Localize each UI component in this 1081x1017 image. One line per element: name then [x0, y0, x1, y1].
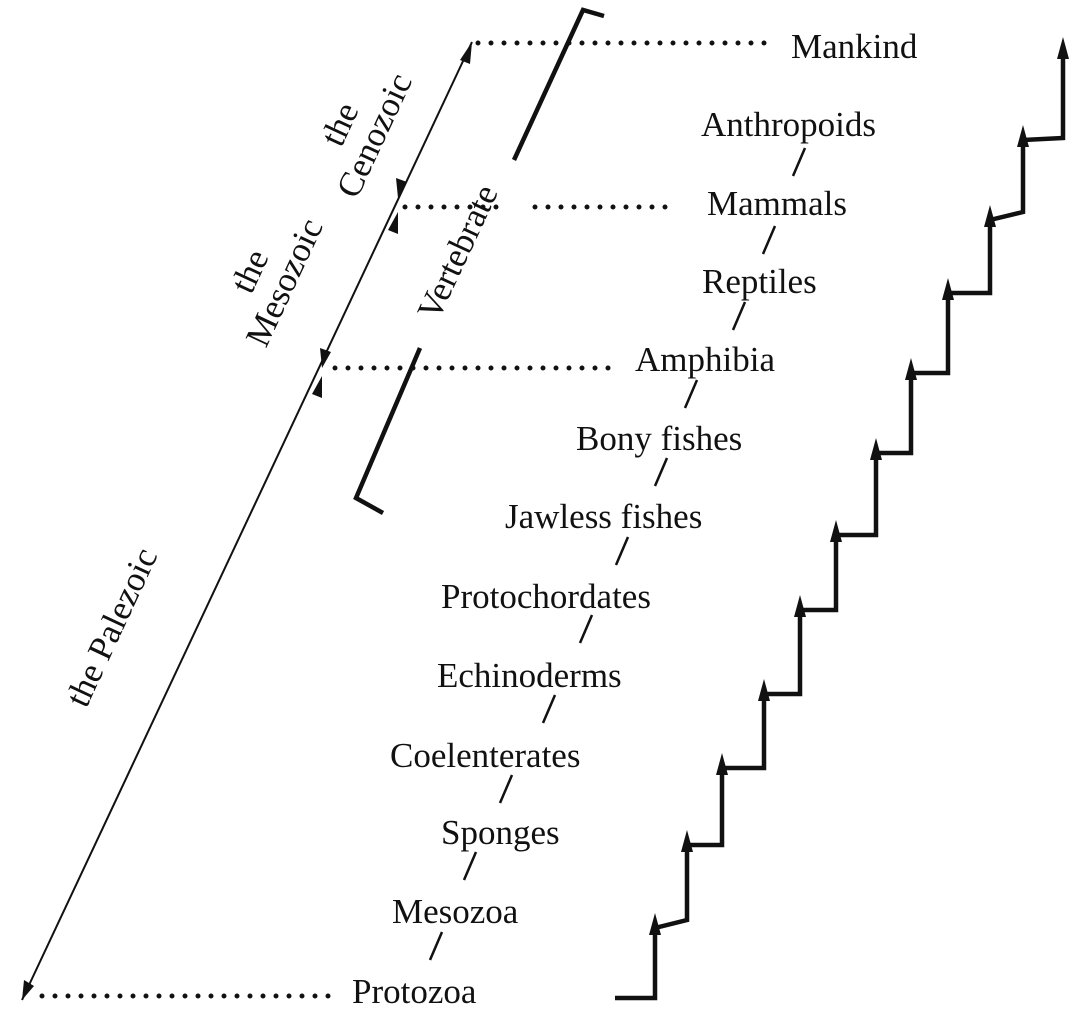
- vertebrate-bracket-lower: [353, 347, 423, 515]
- timeline-line: [21, 41, 473, 1001]
- era-timeline: [21, 41, 473, 1001]
- taxon-jawless-fishes: Jawless fishes: [505, 497, 702, 536]
- era-labels: the Cenozoic the Mesozoic the Palezoic: [58, 67, 420, 713]
- taxon-sponges: Sponges: [441, 813, 560, 852]
- taxon-mammals: Mammals: [707, 184, 847, 223]
- taxon-mankind: Mankind: [791, 27, 918, 66]
- arrowhead-palezoic-upper: [312, 376, 322, 398]
- taxon-mesozoa: Mesozoa: [392, 892, 519, 931]
- taxon-protozoa: Protozoa: [352, 972, 477, 1011]
- arrowhead-bottom: [22, 980, 34, 1000]
- taxon-bony-fishes: Bony fishes: [576, 419, 742, 458]
- era-mesozoic-label: the Mesozoic: [205, 197, 330, 352]
- dotted-leaders: [39, 40, 775, 999]
- taxon-amphibia: Amphibia: [635, 340, 775, 379]
- arrowhead-cenozoic-lower: [396, 178, 407, 198]
- arrowhead-top: [460, 42, 472, 64]
- arrowhead-mesozoic-upper: [388, 212, 398, 234]
- taxon-connectors: [428, 147, 807, 961]
- arrowhead-mesozoic-lower: [320, 348, 331, 368]
- vertebrate-bracket-upper: [511, 7, 605, 161]
- taxon-reptiles: Reptiles: [702, 262, 817, 301]
- era-palezoic-label: the Palezoic: [58, 542, 165, 713]
- taxon-coelenterates: Coelenterates: [390, 736, 580, 775]
- taxon-labels: Mankind Anthropoids Mammals Reptiles Amp…: [352, 27, 918, 1011]
- vertebrate-label: Vertebrate: [410, 179, 506, 326]
- taxon-echinoderms: Echinoderms: [437, 656, 622, 695]
- taxon-anthropoids: Anthropoids: [701, 105, 876, 144]
- ascending-staircase: [615, 37, 1069, 1001]
- taxon-protochordates: Protochordates: [441, 577, 651, 616]
